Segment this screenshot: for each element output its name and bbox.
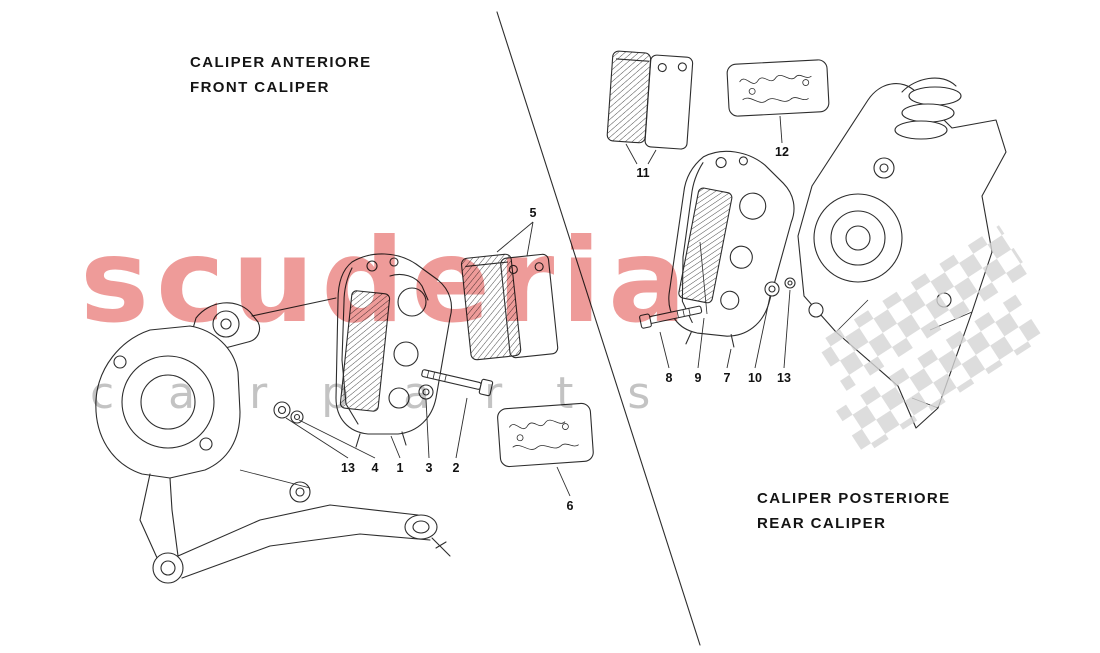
rear-title-line1: CALIPER POSTERIORE [757, 490, 951, 507]
front-title-line1: CALIPER ANTERIORE [190, 54, 372, 71]
rear-title-line2: REAR CALIPER [757, 515, 887, 532]
callout-front-4: 4 [371, 461, 379, 475]
callout-rear-13: 13 [777, 371, 791, 385]
rear-section-title: CALIPER POSTERIORE REAR CALIPER [757, 486, 951, 536]
callout-front-6: 6 [566, 499, 574, 513]
callout-front-3: 3 [425, 461, 433, 475]
callout-rear-8: 8 [665, 371, 673, 385]
leader-lines [285, 115, 791, 497]
front-knuckle-drawing [95, 297, 451, 584]
front-bolt-drawing [421, 369, 494, 397]
callout-rear-9: 9 [694, 371, 702, 385]
front-spring-kit-drawing [497, 402, 594, 468]
callout-rear-10: 10 [748, 371, 762, 385]
callout-front-1: 1 [396, 461, 404, 475]
rear-spring-kit-drawing [726, 59, 830, 117]
rear-pad-pin [699, 241, 708, 315]
callout-rear-7: 7 [723, 371, 731, 385]
divider-line [496, 11, 701, 646]
front-section-title: CALIPER ANTERIORE FRONT CALIPER [190, 50, 372, 100]
front-caliper-drawing [335, 253, 453, 448]
front-brake-pads-drawing [460, 253, 559, 361]
front-title-line2: FRONT CALIPER [190, 79, 330, 96]
rear-caliper-drawing [668, 150, 795, 348]
callout-rear-11: 11 [636, 166, 650, 180]
rear-bolt-drawing [639, 305, 703, 329]
checkered-flag-watermark [816, 225, 1044, 455]
callout-front-5: 5 [529, 206, 537, 220]
callout-front-2: 2 [452, 461, 460, 475]
callout-front-13: 13 [341, 461, 355, 475]
rear-brake-pads-drawing [606, 50, 694, 150]
callout-rear-12: 12 [775, 145, 789, 159]
